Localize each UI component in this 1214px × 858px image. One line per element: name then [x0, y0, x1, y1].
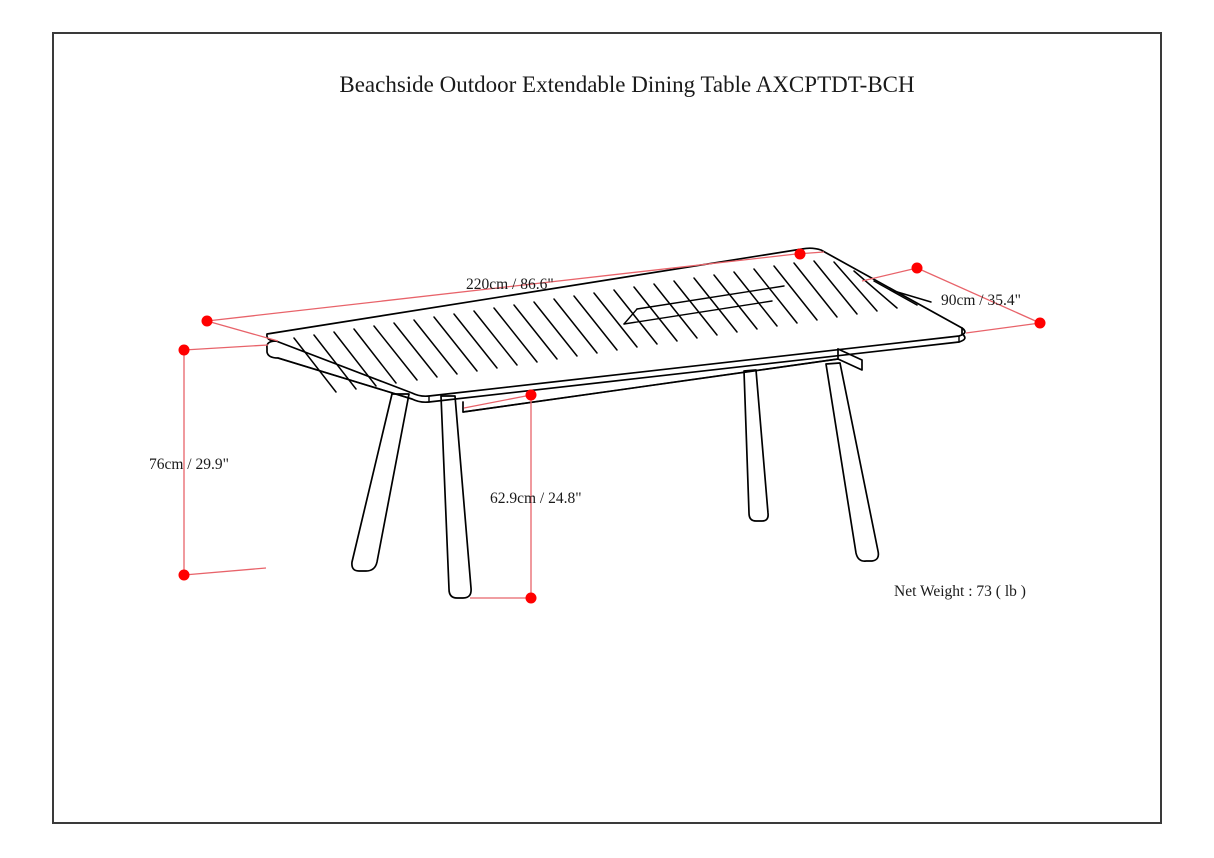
tabletop-slat-group-right	[813, 260, 932, 315]
dimension-height-leader-bottom	[183, 567, 267, 576]
table-apron-right-return	[837, 348, 863, 371]
extension-leaf-seam-left	[623, 308, 638, 325]
table-apron-front-lower	[462, 358, 839, 413]
extension-leaf-seam-lower	[623, 300, 773, 325]
table-illustration	[266, 247, 966, 599]
dimension-width-line	[916, 267, 1041, 324]
tabletop-top-surface	[266, 247, 966, 398]
dimension-width: 90cm / 35.4"	[861, 262, 1046, 334]
tabletop-slat-group-left	[293, 262, 838, 393]
table-leg-front-right	[825, 362, 880, 562]
table-leg-rear-left	[440, 395, 472, 599]
dimension-length-marker-left	[201, 315, 213, 327]
page-border-frame	[52, 32, 1162, 824]
dimension-length-leader-left	[206, 320, 279, 342]
table-leg-rear-right	[743, 369, 769, 522]
dimension-width-leader-top	[861, 267, 918, 282]
dimension-clearance-marker-bottom	[525, 592, 537, 604]
dimension-clearance-leader-top	[463, 394, 532, 409]
dimension-width-marker-top	[911, 262, 923, 274]
page-title: Beachside Outdoor Extendable Dining Tabl…	[339, 72, 914, 97]
dimension-clearance-marker-top	[525, 389, 537, 401]
dimension-length-marker-right	[794, 248, 806, 260]
dimension-length-label: 220cm / 86.6"	[466, 276, 554, 293]
extension-leaf-seam-upper	[636, 285, 785, 310]
table-apron-front	[462, 348, 839, 413]
tabletop-right-end-thickness	[958, 327, 966, 343]
dimension-height-marker-top	[178, 344, 190, 356]
dimension-width-leader-bottom	[965, 322, 1041, 334]
table-leg-front-left	[351, 393, 410, 572]
dimension-clearance: 62.9cm / 24.8"	[463, 389, 582, 604]
dimension-length: 220cm / 86.6"	[201, 248, 825, 342]
dimension-height-marker-bottom	[178, 569, 190, 581]
net-weight-label: Net Weight : 73 ( lb )	[894, 583, 1026, 600]
dimension-width-marker-bottom	[1034, 317, 1046, 329]
dimension-length-line	[206, 253, 797, 322]
dimension-clearance-label: 62.9cm / 24.8"	[490, 490, 582, 507]
dimension-height: 76cm / 29.9"	[149, 344, 269, 581]
dimension-height-leader-top	[183, 344, 269, 351]
dimension-width-label: 90cm / 35.4"	[941, 292, 1021, 309]
dimension-height-label: 76cm / 29.9"	[149, 456, 229, 473]
tabletop-front-edge-inner	[277, 357, 413, 400]
